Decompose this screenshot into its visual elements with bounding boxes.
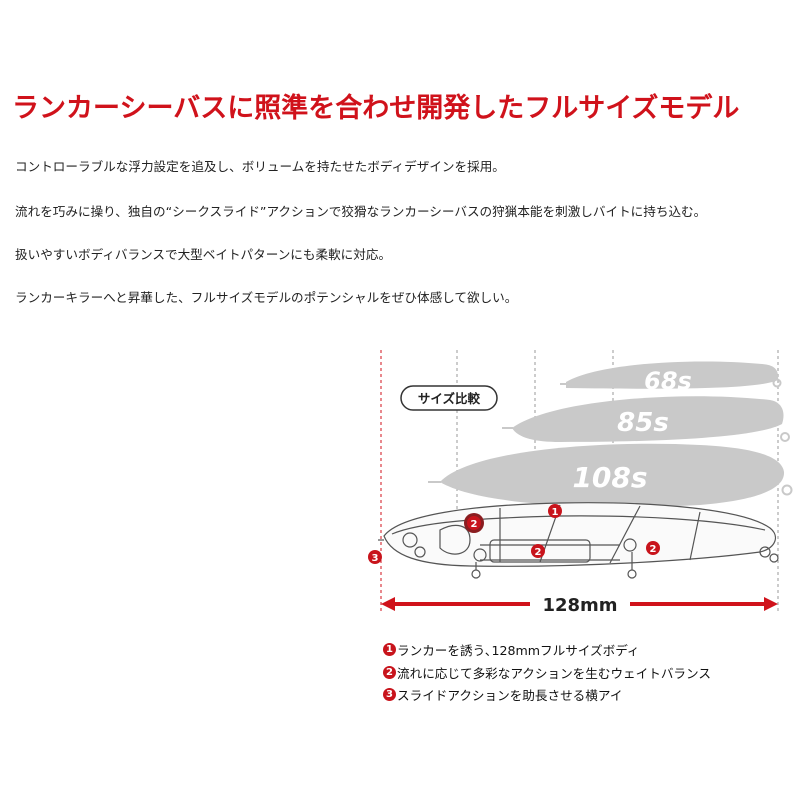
lure-label-85s: 85s [617,408,669,438]
svg-text:2: 2 [535,547,542,558]
lure-label-108s: 108s [572,461,647,494]
description-paragraph-1: コントローラブルな浮力設定を追及し、ボリュームを持たせたボディデザインを採用。 [15,159,505,174]
legend-number-2: 2 [383,666,396,679]
marker-3 [368,550,382,564]
legend-item-1: 1 ランカーを誘う､128mmフルサイズボディ [383,640,640,659]
svg-text:2: 2 [471,519,478,530]
description-paragraph-4: ランカーキラーへと昇華した、フルサイズモデルのポテンシャルをぜひ体感して欲しい。 [15,290,518,305]
legend-item-2: 2 流れに応じて多彩なアクションを生むウェイトバランス [383,663,711,682]
marker-1 [548,504,562,518]
legend-text-2: 流れに応じて多彩なアクションを生むウェイトバランス [397,666,711,681]
lure-outline-128mm [378,502,779,579]
size-comparison-label: サイズ比較 [418,391,481,406]
svg-text:3: 3 [372,553,379,564]
lure-silhouette-85s: 85s [502,396,790,442]
lure-silhouette-68s: 68s [560,361,782,395]
svg-text:2: 2 [650,544,657,555]
legend-text-3: スライドアクションを助長させる横アイ [397,688,623,703]
marker-2 [646,541,660,555]
dimension-arrow: 128mm [381,595,778,616]
figure-markers: 1 2 2 2 3 [368,504,660,564]
size-label-box [400,385,498,411]
description-paragraph-3: 扱いやすいボディバランスで大型ベイトパターンにも柔軟に対応。 [15,247,392,262]
legend-text-1: ランカーを誘う､128mmフルサイズボディ [397,643,640,658]
legend-number-1: 1 [383,643,396,656]
headline: ランカーシーバスに照準を合わせ開発したフルサイズモデル [12,93,740,124]
dimension-label: 128mm [542,595,617,616]
svg-text:1: 1 [552,507,559,518]
legend-item-3: 3 スライドアクションを助長させる横アイ [383,685,622,704]
legend-number-3: 3 [383,688,396,701]
description-paragraph-2: 流れを巧みに操り、独自の“シークスライド”アクションで狡猾なランカーシーバスの狩… [15,204,707,219]
lure-silhouette-108s: 108s [428,443,793,507]
marker-2 [531,544,545,558]
lure-label-68s: 68s [644,367,692,395]
